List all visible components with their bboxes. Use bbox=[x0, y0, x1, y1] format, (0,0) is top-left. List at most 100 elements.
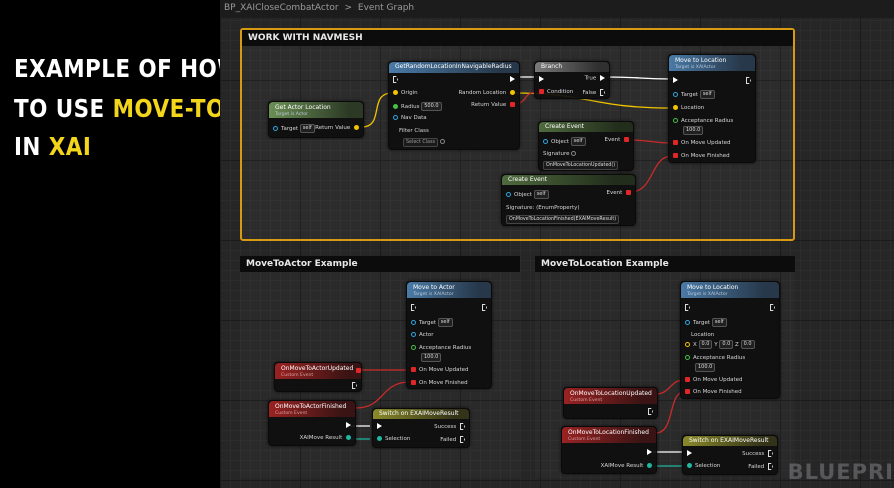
pin-nav-data[interactable]: Nav Data bbox=[393, 115, 427, 121]
pin-return-value[interactable]: Return Value bbox=[315, 125, 359, 131]
pin-failed[interactable]: Failed bbox=[440, 436, 465, 443]
delegate-pin-icon bbox=[685, 389, 690, 394]
pin-location[interactable]: X 0.0 Y 0.0 Z 0.0 bbox=[685, 340, 755, 349]
node-get-random-location[interactable]: GetRandomLocationInNavigableRadius Origi… bbox=[388, 61, 520, 150]
breadcrumb: BP_XAICloseCombatActor > Event Graph bbox=[220, 0, 894, 18]
pin-return-value[interactable]: Return Value bbox=[471, 102, 515, 108]
pin-exec-out[interactable] bbox=[482, 304, 487, 311]
pin-acceptance-radius[interactable]: Acceptance Radius bbox=[685, 355, 745, 361]
filter-class-dropdown[interactable]: Select Class bbox=[403, 138, 448, 147]
pin-false[interactable]: False bbox=[582, 89, 605, 96]
node-header: Create Event bbox=[502, 175, 635, 185]
node-move-to-location[interactable]: Move to Location Target is XAIActor Targ… bbox=[668, 54, 756, 163]
pin-target[interactable]: Target self bbox=[673, 90, 715, 99]
pin-on-move-updated[interactable]: On Move Updated bbox=[685, 377, 742, 383]
pin-acceptance-radius[interactable]: Acceptance Radius bbox=[673, 118, 733, 124]
node-event-location-finished[interactable]: OnMoveToLocationFinished Custom Event XA… bbox=[561, 426, 657, 474]
pin-exec-out[interactable] bbox=[352, 382, 357, 389]
pin-exec-in[interactable] bbox=[685, 304, 690, 311]
pin-on-move-finished[interactable]: On Move Finished bbox=[411, 380, 468, 386]
node-header: Get Actor Location Target is Actor bbox=[269, 102, 363, 118]
node-switch-actor[interactable]: Switch on EXAIMoveResult Selection Succe… bbox=[372, 408, 470, 448]
blueprint-watermark: BLUEPRI bbox=[787, 460, 894, 484]
node-switch-location[interactable]: Switch on EXAIMoveResult Selection Succe… bbox=[682, 435, 778, 475]
pin-exec-out[interactable] bbox=[770, 304, 775, 311]
pin-exec-in[interactable] bbox=[673, 77, 678, 84]
node-event-actor-finished[interactable]: OnMoveToActorFinished Custom Event XAIMo… bbox=[268, 400, 356, 446]
pin-actor[interactable]: Actor bbox=[411, 332, 433, 338]
pin-target[interactable]: Target self bbox=[411, 318, 453, 327]
pin-on-move-finished[interactable]: On Move Finished bbox=[685, 389, 742, 395]
delegate-pin-icon bbox=[673, 153, 678, 158]
node-header: Branch bbox=[535, 62, 609, 72]
pin-xai-move-result[interactable]: XAIMove Result bbox=[300, 435, 351, 441]
pin-condition[interactable]: Condition bbox=[539, 89, 573, 95]
pin-random-location[interactable]: Random Location bbox=[458, 90, 515, 96]
pin-selection[interactable]: Selection bbox=[377, 436, 410, 442]
node-move-to-actor[interactable]: Move to Actor Target is XAIActor Target … bbox=[406, 281, 492, 389]
pin-exec-out[interactable] bbox=[346, 422, 351, 429]
node-create-event-finished[interactable]: Create Event Object self Event Signature… bbox=[501, 174, 636, 226]
pin-failed[interactable]: Failed bbox=[748, 463, 773, 470]
node-move-to-location-2[interactable]: Move to Location Target is XAIActor Targ… bbox=[680, 281, 780, 399]
pin-origin[interactable]: Origin bbox=[393, 90, 418, 96]
pin-success[interactable]: Success bbox=[742, 450, 773, 457]
pin-xai-move-result[interactable]: XAIMove Result bbox=[601, 463, 652, 469]
node-header: GetRandomLocationInNavigableRadius bbox=[389, 62, 519, 73]
pin-target[interactable]: Target self bbox=[685, 318, 727, 327]
pin-event[interactable]: Event bbox=[606, 190, 631, 196]
comment-move-to-actor[interactable]: MoveToActor Example bbox=[240, 256, 520, 478]
breadcrumb-asset[interactable]: BP_XAICloseCombatActor bbox=[224, 3, 339, 13]
acceptance-radius-value[interactable]: 100.0 bbox=[683, 126, 704, 135]
node-create-event-updated[interactable]: Create Event Object self Event Signature… bbox=[538, 121, 634, 171]
node-event-actor-updated[interactable]: OnMoveToActorUpdated Custom Event bbox=[274, 362, 362, 392]
pin-exec-in[interactable] bbox=[393, 76, 398, 83]
pin-radius[interactable]: Radius 500.0 bbox=[393, 102, 442, 111]
enum-pin-icon bbox=[377, 436, 382, 441]
bool-pin-icon bbox=[510, 102, 515, 107]
object-pin-icon bbox=[411, 332, 416, 337]
pin-event[interactable]: Event bbox=[604, 137, 629, 143]
node-get-actor-location[interactable]: Get Actor Location Target is Actor Targe… bbox=[268, 101, 364, 138]
blueprint-graph[interactable]: BP_XAICloseCombatActor > Event Graph WOR… bbox=[220, 0, 894, 488]
pin-target[interactable]: Target self bbox=[273, 124, 315, 133]
pin-true[interactable]: True bbox=[585, 75, 605, 82]
pin-object[interactable]: Object self bbox=[543, 137, 586, 146]
pin-success[interactable]: Success bbox=[434, 423, 465, 430]
node-event-location-updated[interactable]: OnMoveToLocationUpdated Custom Event bbox=[563, 387, 658, 419]
pin-on-move-updated[interactable]: On Move Updated bbox=[673, 140, 730, 146]
pin-exec-in[interactable] bbox=[687, 450, 692, 457]
comment-move-to-location[interactable]: MoveToLocation Example bbox=[535, 256, 795, 478]
pin-acceptance-radius[interactable]: Acceptance Radius bbox=[411, 345, 471, 351]
delegate-pin-icon bbox=[673, 140, 678, 145]
comment-navmesh[interactable]: WORK WITH NAVMESH bbox=[240, 28, 795, 241]
title-panel: EXAMPLE OF HOW TO USE MOVE-TO IN XAI bbox=[0, 0, 241, 488]
delegate-pin-icon bbox=[626, 190, 631, 195]
signature-label: Signature: (EnumProperty) bbox=[506, 205, 580, 211]
pin-exec-out[interactable] bbox=[746, 77, 751, 84]
pin-object[interactable]: Object self bbox=[506, 190, 549, 199]
pin-exec-out[interactable] bbox=[510, 76, 515, 83]
signature-dropdown[interactable]: OnMoveToLocationFinished(EXAIMoveResult) bbox=[506, 215, 620, 224]
pin-on-move-updated[interactable]: On Move Updated bbox=[411, 367, 468, 373]
pin-exec-in[interactable] bbox=[539, 76, 544, 83]
pin-on-move-finished[interactable]: On Move Finished bbox=[673, 153, 730, 159]
pin-delegate-out[interactable] bbox=[356, 368, 364, 374]
signature-dropdown[interactable]: OnMoveToLocationUpdated() bbox=[543, 161, 619, 170]
object-pin-icon bbox=[273, 126, 278, 131]
pin-location[interactable]: Location bbox=[673, 105, 704, 111]
clear-icon[interactable] bbox=[439, 139, 445, 144]
pin-exec-out[interactable] bbox=[647, 449, 652, 456]
pin-exec-in[interactable] bbox=[411, 304, 416, 311]
node-header: OnMoveToActorFinished Custom Event bbox=[269, 401, 355, 417]
title-highlight-xai: XAI bbox=[48, 132, 92, 161]
pin-exec-out[interactable] bbox=[648, 408, 653, 415]
pin-selection[interactable]: Selection bbox=[687, 463, 720, 469]
acceptance-radius-value[interactable]: 100.0 bbox=[695, 363, 716, 372]
node-branch[interactable]: Branch Condition True False bbox=[534, 61, 610, 99]
breadcrumb-graph[interactable]: Event Graph bbox=[357, 3, 415, 13]
float-pin-icon bbox=[673, 118, 678, 123]
acceptance-radius-value[interactable]: 100.0 bbox=[421, 353, 442, 362]
pin-exec-in[interactable] bbox=[377, 423, 382, 430]
pin-filter-class[interactable]: Filter Class bbox=[399, 128, 429, 134]
